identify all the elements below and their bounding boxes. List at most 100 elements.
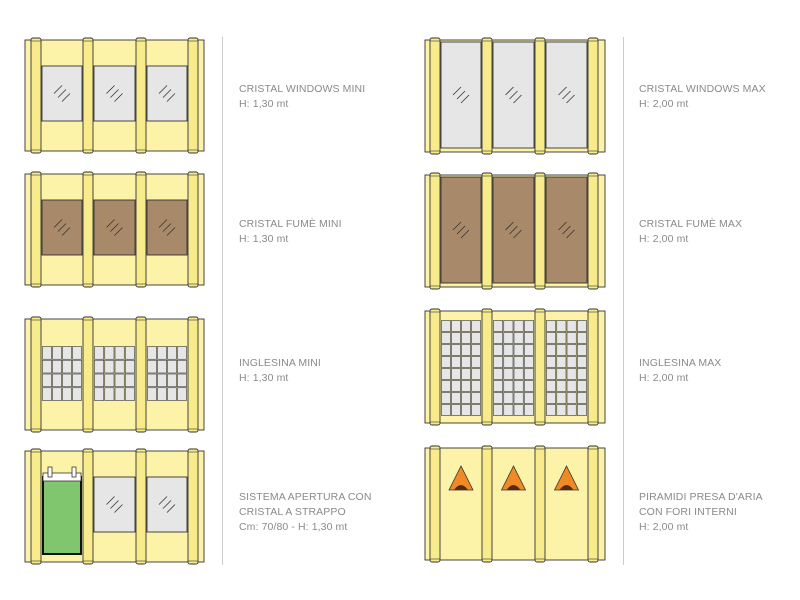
grid-cell bbox=[493, 356, 504, 368]
grid-cell bbox=[451, 344, 461, 356]
grid-cell bbox=[556, 356, 567, 368]
frame-pole bbox=[82, 316, 94, 433]
frame-pole bbox=[135, 171, 147, 288]
panel-sistema-apertura bbox=[24, 448, 205, 565]
grid-cell bbox=[503, 332, 514, 344]
grid-cell bbox=[566, 344, 577, 356]
label-cristal-fume-mini: CRISTAL FUMÈ MINI H: 1,30 mt bbox=[239, 217, 342, 247]
grid-cell bbox=[493, 368, 504, 380]
grid-cell bbox=[124, 346, 135, 360]
grid-cell bbox=[461, 404, 471, 416]
frame-background bbox=[424, 447, 606, 561]
frame-pole bbox=[534, 308, 546, 426]
frame-pole bbox=[534, 172, 546, 290]
label-line: CRISTAL FUMÈ MINI bbox=[239, 218, 342, 230]
reflection-mark bbox=[106, 219, 115, 228]
grid-cell bbox=[493, 332, 504, 344]
grid-cell bbox=[72, 373, 82, 388]
frame-background bbox=[24, 318, 205, 431]
grid-cell bbox=[566, 380, 577, 392]
reflection-mark bbox=[562, 225, 571, 235]
grid-cell bbox=[114, 387, 125, 401]
reflection-mark bbox=[452, 221, 462, 231]
panel-cristal-fume-max bbox=[424, 172, 606, 290]
label-line: CON FORI INTERNI bbox=[639, 506, 737, 518]
grid-cell bbox=[94, 346, 105, 360]
grid-cell bbox=[546, 344, 557, 356]
label-line: H: 1,30 mt bbox=[239, 98, 289, 110]
vent-hole bbox=[454, 485, 468, 490]
grid-cell bbox=[441, 332, 451, 344]
grid-cell bbox=[104, 387, 115, 401]
reflection-mark bbox=[460, 94, 470, 104]
label-cristal-windows-mini: CRISTAL WINDOWS MINI H: 1,30 mt bbox=[239, 82, 365, 112]
label-line: H: 2,00 mt bbox=[639, 233, 689, 245]
grid-cell bbox=[451, 356, 461, 368]
grid-cell bbox=[576, 404, 587, 416]
grid-cell bbox=[451, 332, 461, 344]
grid-cell bbox=[513, 332, 524, 344]
grid-cell bbox=[513, 392, 524, 404]
grid-cell bbox=[167, 346, 177, 360]
vent-hole bbox=[506, 485, 521, 490]
reflection-mark bbox=[110, 89, 119, 98]
frame-pole bbox=[534, 37, 546, 155]
roll-bar bbox=[42, 472, 82, 482]
grid-cell bbox=[104, 346, 115, 360]
label-line: CRISTAL WINDOWS MINI bbox=[239, 83, 366, 95]
glass-pane bbox=[545, 41, 588, 149]
label-line: H: 1,30 mt bbox=[239, 233, 289, 245]
frame-pole bbox=[30, 37, 42, 154]
grid-cell bbox=[62, 373, 72, 388]
grid-cell bbox=[566, 392, 577, 404]
grid-cell bbox=[503, 356, 514, 368]
frame-pole bbox=[534, 445, 546, 563]
grid-cell bbox=[147, 359, 157, 374]
grid-cell bbox=[546, 380, 557, 392]
frame-pole bbox=[187, 448, 199, 565]
grid-cell bbox=[461, 380, 471, 392]
grid-cell bbox=[493, 380, 504, 392]
grid-cell bbox=[451, 380, 461, 392]
grid-cell bbox=[523, 368, 534, 380]
grid-cell bbox=[461, 392, 471, 404]
grid-cell bbox=[556, 380, 567, 392]
grid-cell bbox=[441, 356, 451, 368]
grid-cell bbox=[523, 344, 534, 356]
grid-cell bbox=[471, 380, 481, 392]
reflection-mark bbox=[114, 504, 123, 513]
frame-pole bbox=[187, 316, 199, 433]
reflection-mark bbox=[562, 90, 571, 100]
label-line: INGLESINA MAX bbox=[639, 357, 722, 369]
frame-pole bbox=[187, 171, 199, 288]
label-line: PIRAMIDI PRESA D'ARIA bbox=[639, 491, 763, 503]
glass-pane bbox=[146, 476, 188, 533]
frame-pole bbox=[135, 316, 147, 433]
grid-cell bbox=[523, 392, 534, 404]
frame-pole bbox=[587, 172, 599, 290]
frame-pole bbox=[429, 445, 441, 563]
frame-pole bbox=[481, 445, 493, 563]
reflection-mark bbox=[513, 94, 522, 104]
grid-cell bbox=[147, 346, 157, 360]
grid-cell bbox=[556, 368, 567, 380]
reflection-mark bbox=[456, 225, 466, 235]
grid-cell bbox=[471, 368, 481, 380]
frame-pole bbox=[30, 171, 42, 288]
reflection-mark bbox=[53, 219, 63, 228]
grid-cell bbox=[114, 359, 125, 374]
reflection-mark bbox=[566, 229, 575, 239]
grid-cell bbox=[503, 404, 514, 416]
grid-cell bbox=[461, 320, 471, 332]
reflection-mark bbox=[558, 221, 567, 231]
grid-cell bbox=[52, 359, 62, 374]
label-line: SISTEMA APERTURA CON bbox=[239, 491, 372, 503]
grid-cell bbox=[556, 320, 567, 332]
label-sistema-apertura: SISTEMA APERTURA CON CRISTAL A STRAPPO C… bbox=[239, 490, 372, 535]
panel-cristal-windows-max bbox=[424, 37, 606, 155]
grid-cell bbox=[461, 356, 471, 368]
grid-cell bbox=[451, 404, 461, 416]
grid-cell bbox=[62, 359, 72, 374]
frame-pole bbox=[481, 172, 493, 290]
reflection-mark bbox=[509, 90, 518, 100]
